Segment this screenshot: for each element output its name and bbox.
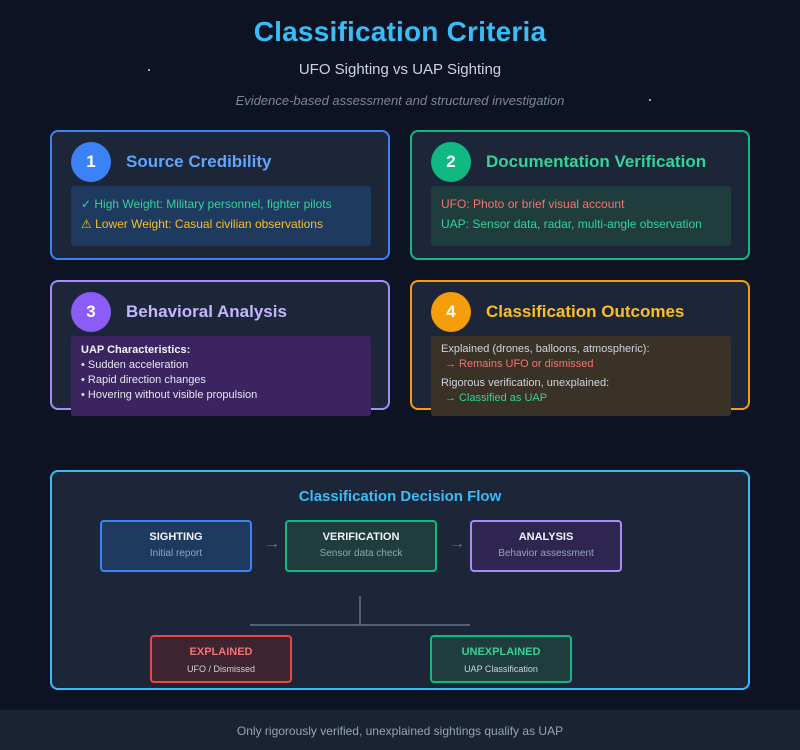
flow-title: Classification Decision Flow: [298, 488, 502, 505]
step-subtitle: Sensor data check: [319, 548, 403, 559]
card-source-credibility: 1 Source Credibility ✓ High Weight: Mili…: [50, 130, 390, 260]
arrow-right-icon: →: [449, 535, 465, 552]
card-behavioral-analysis: 3 Behavioral Analysis UAP Characteristic…: [50, 280, 390, 416]
step-title: VERIFICATION: [322, 531, 400, 543]
card-classification-outcomes: 4 Classification Outcomes Explained (dro…: [410, 280, 750, 416]
branch-connector: [250, 596, 470, 626]
card-title: Behavioral Analysis: [126, 302, 287, 321]
lower-weight-line: ⚠ Lower Weight: Casual civilian observat…: [81, 217, 323, 231]
characteristic-item: • Rapid direction changes: [81, 374, 206, 386]
flow-step-sighting: SIGHTING Initial report: [100, 520, 252, 572]
card-content: UFO: Photo or brief visual account UAP: …: [431, 186, 731, 246]
outcome-subtitle: UFO / Dismissed: [186, 664, 255, 674]
number-badge: 3: [71, 292, 111, 332]
card-title: Documentation Verification: [486, 152, 707, 171]
ufo-line: UFO: Photo or brief visual account: [441, 197, 625, 211]
star-decoration: [649, 99, 651, 101]
unexplained-condition: Rigorous verification, unexplained:: [441, 377, 610, 389]
explained-result: → Remains UFO or dismissed: [445, 358, 594, 370]
card-title: Classification Outcomes: [486, 302, 685, 321]
flow-step-verification: VERIFICATION Sensor data check: [285, 520, 437, 572]
decision-flow-panel: Classification Decision Flow SIGHTING In…: [50, 470, 750, 690]
number-badge: 4: [431, 292, 471, 332]
step-title: ANALYSIS: [518, 531, 574, 543]
outcome-explained: EXPLAINED UFO / Dismissed: [150, 635, 292, 683]
arrow-right-icon: →: [264, 535, 280, 552]
number-badge: 2: [431, 142, 471, 182]
flow-step-analysis: ANALYSIS Behavior assessment: [470, 520, 622, 572]
high-weight-line: ✓ High Weight: Military personnel, fight…: [81, 197, 332, 211]
card-content: UAP Characteristics: • Sudden accelerati…: [71, 336, 371, 416]
card-documentation-verification: 2 Documentation Verification UFO: Photo …: [410, 130, 750, 260]
page-title: Classification Criteria: [253, 16, 547, 47]
characteristic-item: • Hovering without visible propulsion: [81, 389, 258, 401]
card-content: Explained (drones, balloons, atmospheric…: [431, 336, 731, 416]
page-subtitle: UFO Sighting vs UAP Sighting: [298, 61, 502, 78]
outcome-title: UNEXPLAINED: [461, 646, 541, 658]
step-title: SIGHTING: [149, 531, 203, 543]
card-title: Source Credibility: [126, 152, 272, 171]
number-badge: 1: [71, 142, 111, 182]
explained-condition: Explained (drones, balloons, atmospheric…: [441, 343, 650, 355]
page-tagline: Evidence-based assessment and structured…: [235, 93, 565, 108]
unexplained-result: → Classified as UAP: [445, 392, 548, 404]
step-subtitle: Initial report: [149, 548, 203, 559]
characteristics-heading: UAP Characteristics:: [81, 344, 191, 356]
uap-line: UAP: Sensor data, radar, multi-angle obs…: [441, 217, 702, 231]
step-subtitle: Behavior assessment: [498, 548, 594, 559]
star-decoration: [148, 69, 150, 71]
outcome-title: EXPLAINED: [189, 646, 253, 658]
characteristic-item: • Sudden acceleration: [81, 359, 189, 371]
outcome-unexplained: UNEXPLAINED UAP Classification: [430, 635, 572, 683]
card-content: ✓ High Weight: Military personnel, fight…: [71, 186, 371, 246]
outcome-subtitle: UAP Classification: [464, 664, 538, 674]
footer-note: Only rigorously verified, unexplained si…: [0, 710, 800, 750]
